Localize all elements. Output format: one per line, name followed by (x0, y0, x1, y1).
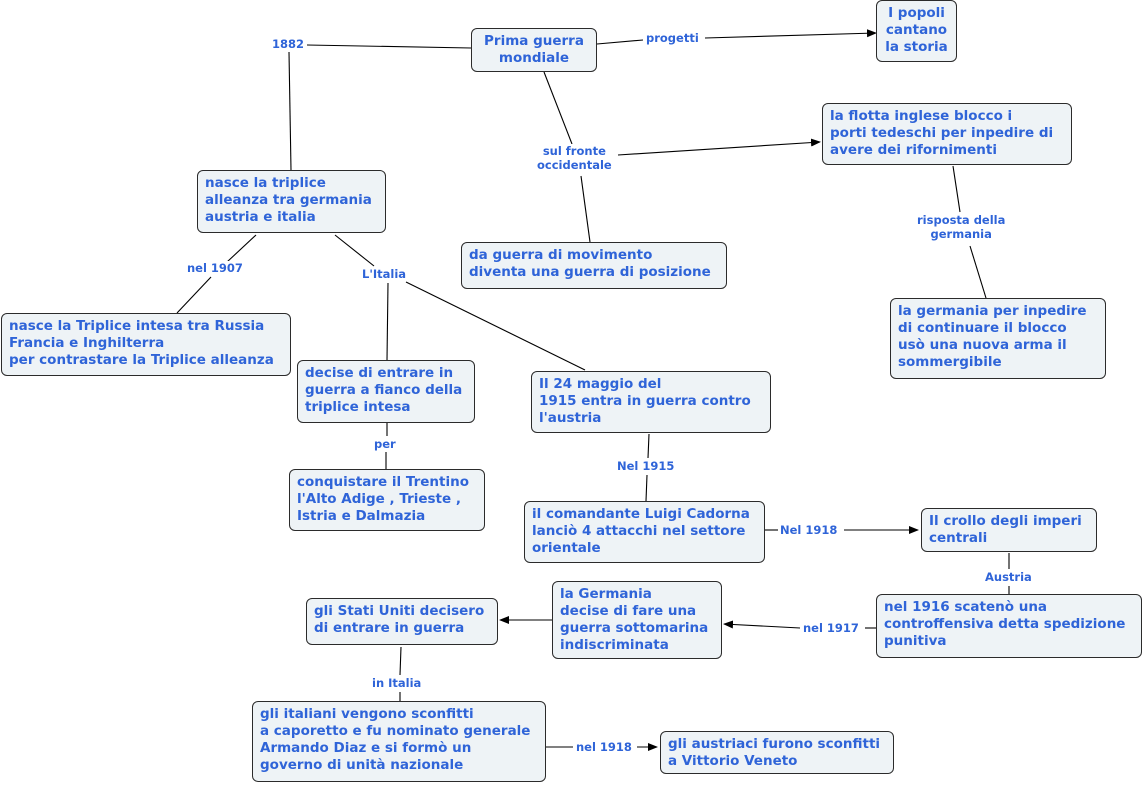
link-alleanza-italia (334, 234, 375, 267)
link-prima-progetti (596, 39, 644, 45)
label-nel-1907: nel 1907 (185, 261, 245, 275)
node-flotta[interactable]: la flotta inglese blocco i porti tedesch… (822, 103, 1072, 165)
node-maggio-1915[interactable]: Il 24 maggio del 1915 entra in guerra co… (531, 371, 771, 433)
label-nel-1918-top: Nel 1918 (778, 523, 840, 537)
node-popoli[interactable]: I popoli cantano la storia (876, 0, 957, 62)
label-fronte-occidentale: sul fronte occidentale (535, 144, 614, 172)
node-guerra-posizione[interactable]: da guerra di movimento diventa una guerr… (461, 242, 727, 289)
node-cadorna[interactable]: il comandante Luigi Cadorna lanciò 4 att… (524, 501, 765, 563)
node-prima-guerra[interactable]: Prima guerra mondiale (471, 28, 597, 72)
label-nel-1915: Nel 1915 (615, 459, 677, 473)
link-1907-intesa (176, 276, 212, 314)
node-austriaci-sconfitti[interactable]: gli austriaci furono sconfitti a Vittori… (660, 731, 894, 774)
link-flotta-risposta (952, 165, 961, 213)
link-progetti-popoli (704, 29, 877, 39)
link-prima-fronte (543, 71, 573, 145)
label-1882: 1882 (270, 37, 307, 51)
link-prima-1882 (306, 44, 472, 49)
link-italia-decise (386, 282, 389, 361)
label-nel-1918-bottom: nel 1918 (574, 740, 634, 754)
node-germania-blocco[interactable]: la germania per inpedire di continuare i… (890, 298, 1106, 379)
link-alleanza-1907 (226, 234, 257, 263)
node-stati-uniti[interactable]: gli Stati Uniti decisero di entrare in g… (306, 598, 498, 645)
label-progetti: progetti (644, 31, 701, 45)
node-germania-sottomarina[interactable]: la Germania decise di fare una guerra so… (552, 581, 722, 659)
node-conquistare[interactable]: conquistare il Trentino l'Alto Adige , T… (289, 469, 485, 531)
link-1882-alleanza (288, 51, 292, 171)
label-nel-1917: nel 1917 (801, 621, 861, 635)
label-risposta-germania: risposta della germania (915, 213, 1008, 241)
node-spedizione-punitiva[interactable]: nel 1916 scatenò una controffensiva dett… (876, 594, 1142, 658)
node-decise-entrare[interactable]: decise di entrare in guerra a fianco del… (297, 360, 475, 423)
link-stati-initalia (399, 646, 402, 676)
link-fronte-flotta (617, 138, 821, 156)
link-risposta-germania (969, 245, 987, 299)
node-crollo[interactable]: Il crollo degli imperi centrali (921, 508, 1097, 552)
label-austria: Austria (983, 570, 1034, 584)
link-1917-germania (723, 620, 801, 629)
label-litalia: L'Italia (360, 267, 409, 281)
link-italia-maggio (405, 281, 586, 371)
node-triplice-intesa[interactable]: nasce la Triplice intesa tra Russia Fran… (1, 313, 291, 376)
link-fronte-posizione (580, 175, 591, 243)
link-1915-cadorna (645, 474, 648, 502)
link-maggio-1915 (647, 433, 650, 459)
label-in-italia: in Italia (370, 676, 424, 690)
node-italiani-sconfitti[interactable]: gli italiani vengono sconfitti a caporet… (252, 701, 546, 782)
label-per: per (372, 437, 398, 451)
node-triplice-alleanza[interactable]: nasce la triplice alleanza tra germania … (197, 170, 386, 233)
